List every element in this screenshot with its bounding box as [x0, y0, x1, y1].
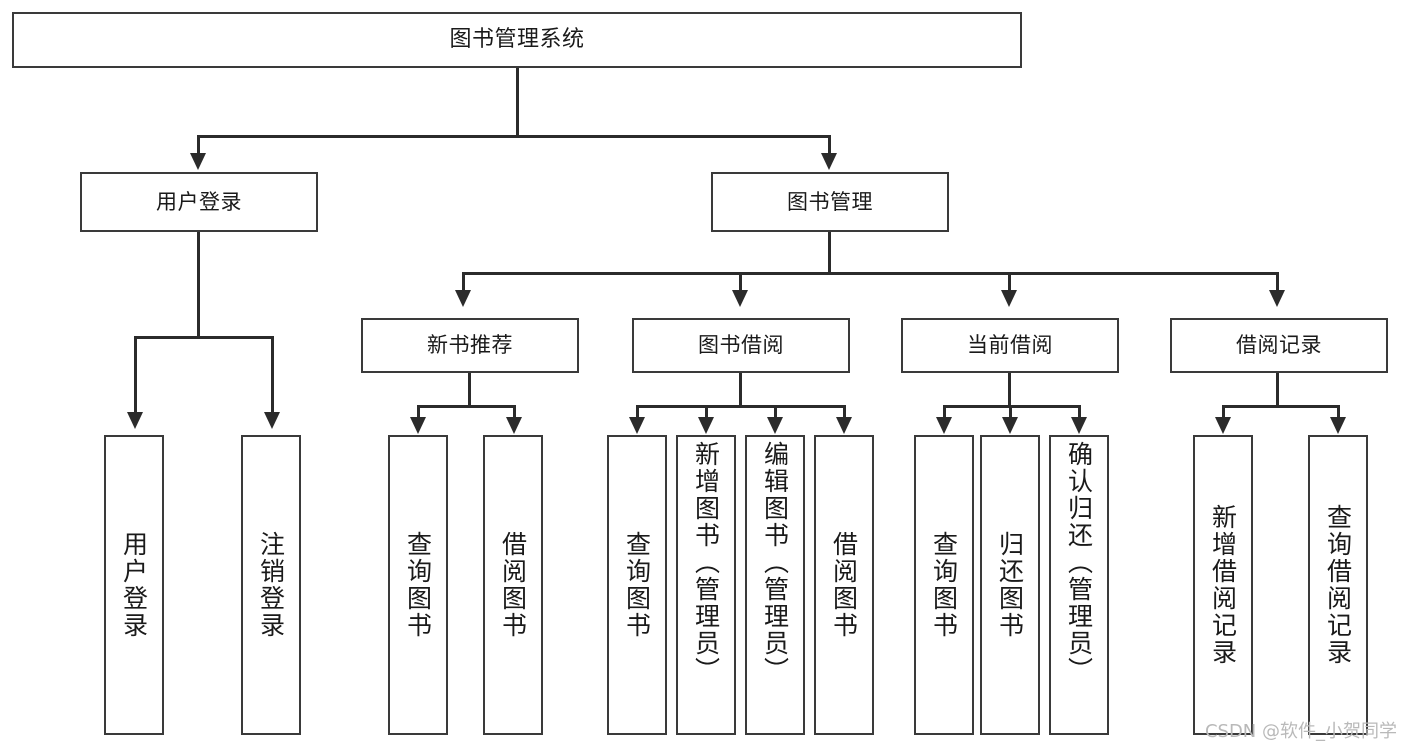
node-book-management[interactable]: 图书管理: [711, 172, 949, 232]
connector-new-book-bus: [417, 405, 516, 408]
node-label: 图书借阅: [698, 333, 784, 358]
leaf-confirm-return-admin[interactable]: 确认归还（管理员）: [1049, 435, 1109, 735]
node-label: 借阅图书: [498, 531, 528, 639]
connector-borrow-record-stem: [1276, 373, 1279, 407]
connector-current-borrow-drop-3: [1078, 405, 1081, 419]
node-label: 注销登录: [256, 531, 286, 639]
connector-book-borrow-drop-1: [636, 405, 639, 419]
arrow-to-borrow-record: [1269, 290, 1285, 307]
arrow-current-borrow-leaf-1: [936, 417, 952, 434]
connector-borrow-record-bus: [1222, 405, 1340, 408]
node-root-book-management-system[interactable]: 图书管理系统: [12, 12, 1022, 68]
leaf-return-book[interactable]: 归还图书: [980, 435, 1040, 735]
node-user-login[interactable]: 用户登录: [80, 172, 318, 232]
connector-user-login-drop-2: [271, 336, 274, 414]
leaf-borrow-book[interactable]: 借阅图书: [814, 435, 874, 735]
connector-new-book-stem: [468, 373, 471, 407]
node-label: 查询图书: [403, 531, 433, 639]
node-label: 编辑图书（管理员）: [760, 441, 790, 684]
node-label: 借阅图书: [829, 531, 859, 639]
node-label: 查询图书: [929, 531, 959, 639]
node-book-borrow[interactable]: 图书借阅: [632, 318, 850, 373]
connector-book-borrow-stem: [739, 373, 742, 407]
arrow-current-borrow-leaf-3: [1071, 417, 1087, 434]
node-label: 新增借阅记录: [1208, 504, 1238, 666]
arrow-to-new-book-recommend: [455, 290, 471, 307]
arrow-book-borrow-leaf-2: [698, 417, 714, 434]
connector-level2-drop-1: [462, 272, 465, 292]
arrow-to-leaf-user-login: [127, 412, 143, 429]
leaf-query-borrow-record[interactable]: 查询借阅记录: [1308, 435, 1368, 735]
node-current-borrow[interactable]: 当前借阅: [901, 318, 1119, 373]
node-label: 查询图书: [622, 531, 652, 639]
connector-user-login-stem: [197, 232, 200, 338]
leaf-logout[interactable]: 注销登录: [241, 435, 301, 735]
node-borrow-record[interactable]: 借阅记录: [1170, 318, 1388, 373]
connector-book-management-stem: [828, 232, 831, 274]
connector-current-borrow-drop-2: [1009, 405, 1012, 419]
connector-level1-bus: [197, 135, 831, 138]
node-label: 用户登录: [119, 531, 149, 639]
connector-borrow-record-drop-2: [1337, 405, 1340, 419]
connector-level2-drop-4: [1276, 272, 1279, 292]
connector-current-borrow-drop-1: [943, 405, 946, 419]
arrow-to-book-borrow: [732, 290, 748, 307]
node-label: 图书管理: [787, 189, 873, 214]
arrow-to-leaf-logout: [264, 412, 280, 429]
connector-level1-drop-1: [197, 135, 200, 155]
leaf-query-book-borrow[interactable]: 查询图书: [607, 435, 667, 735]
arrow-borrow-record-leaf-2: [1330, 417, 1346, 434]
arrow-current-borrow-leaf-2: [1002, 417, 1018, 434]
node-label: 用户登录: [156, 189, 242, 214]
arrow-book-borrow-leaf-3: [767, 417, 783, 434]
node-label: 借阅记录: [1236, 333, 1322, 358]
connector-new-book-drop-2: [513, 405, 516, 419]
connector-book-borrow-drop-2: [705, 405, 708, 419]
connector-user-login-drop-1: [134, 336, 137, 414]
leaf-query-book-current[interactable]: 查询图书: [914, 435, 974, 735]
node-new-book-recommend[interactable]: 新书推荐: [361, 318, 579, 373]
arrow-new-book-leaf-1: [410, 417, 426, 434]
leaf-add-borrow-record[interactable]: 新增借阅记录: [1193, 435, 1253, 735]
connector-book-borrow-drop-3: [774, 405, 777, 419]
node-label: 归还图书: [995, 531, 1025, 639]
arrow-new-book-leaf-2: [506, 417, 522, 434]
node-label: 新书推荐: [427, 333, 513, 358]
node-label: 查询借阅记录: [1323, 504, 1353, 666]
leaf-add-book-admin[interactable]: 新增图书（管理员）: [676, 435, 736, 735]
connector-level1-drop-2: [828, 135, 831, 155]
leaf-edit-book-admin[interactable]: 编辑图书（管理员）: [745, 435, 805, 735]
csdn-watermark: CSDN @软件_小贺同学: [1204, 721, 1397, 742]
connector-current-borrow-stem: [1008, 373, 1011, 407]
arrow-borrow-record-leaf-1: [1215, 417, 1231, 434]
connector-book-borrow-bus: [636, 405, 846, 408]
connector-level2-drop-2: [739, 272, 742, 292]
arrow-to-user-login: [190, 153, 206, 170]
connector-root-stem: [516, 68, 519, 137]
node-label: 当前借阅: [967, 333, 1053, 358]
arrow-book-borrow-leaf-1: [629, 417, 645, 434]
leaf-user-login[interactable]: 用户登录: [104, 435, 164, 735]
node-label: 确认归还（管理员）: [1064, 441, 1094, 684]
leaf-query-book-recommend[interactable]: 查询图书: [388, 435, 448, 735]
connector-user-login-bus: [134, 336, 273, 339]
connector-new-book-drop-1: [417, 405, 420, 419]
leaf-borrow-book-recommend[interactable]: 借阅图书: [483, 435, 543, 735]
connector-level2-drop-3: [1008, 272, 1011, 292]
node-label: 新增图书（管理员）: [691, 441, 721, 684]
connector-book-borrow-drop-4: [843, 405, 846, 419]
connector-level2-bus: [462, 272, 1279, 275]
arrow-book-borrow-leaf-4: [836, 417, 852, 434]
node-label: 图书管理系统: [449, 27, 585, 53]
arrow-to-current-borrow: [1001, 290, 1017, 307]
arrow-to-book-management: [821, 153, 837, 170]
connector-borrow-record-drop-1: [1222, 405, 1225, 419]
